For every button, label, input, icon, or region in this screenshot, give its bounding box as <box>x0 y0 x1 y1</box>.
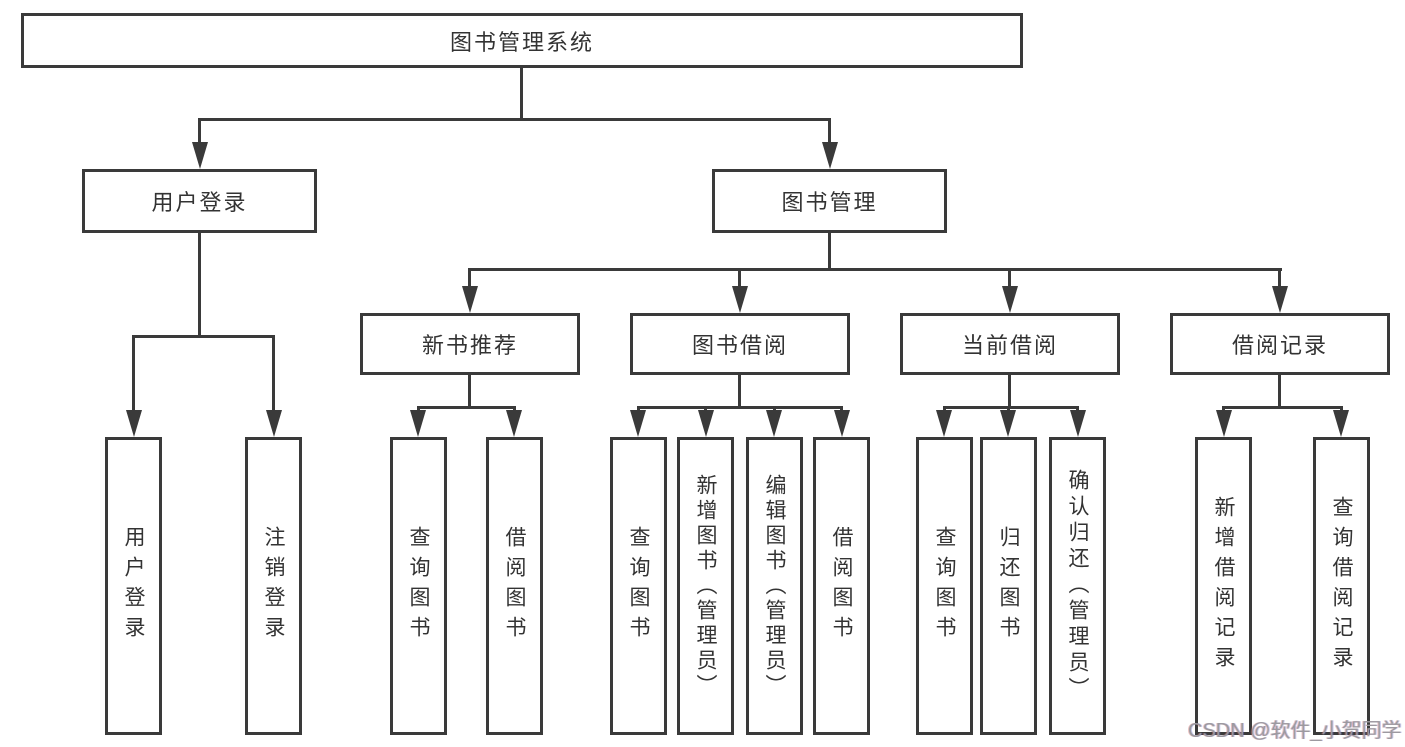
leaf-user-login: 用户登录 <box>105 437 162 735</box>
connector-stub-level3 <box>1278 268 1281 289</box>
arrowhead-icon <box>192 142 208 169</box>
leaf-query-borrow-record: 查询借阅记录 <box>1313 437 1370 735</box>
arrowhead-icon <box>834 410 850 437</box>
leaf-borrow-books-label: 借阅图书 <box>830 526 854 646</box>
connector-user-login-split <box>132 335 275 338</box>
connector-stub-leaf <box>272 335 275 414</box>
connector-root-split <box>198 118 831 121</box>
node-borrow-records-label: 借阅记录 <box>1231 333 1328 358</box>
csdn-watermark: CSDN @软件_小贺同学 <box>1188 720 1402 742</box>
node-book-management-label: 图书管理 <box>781 190 878 215</box>
node-user-login: 用户登录 <box>82 169 317 233</box>
leaf-add-borrow-record-label: 新增借阅记录 <box>1212 496 1236 676</box>
leaf-query-borrow-record-label: 查询借阅记录 <box>1330 496 1354 676</box>
arrowhead-icon <box>936 410 952 437</box>
leaf-borrow-books: 借阅图书 <box>813 437 870 735</box>
arrowhead-icon <box>266 410 282 437</box>
leaf-logout: 注销登录 <box>245 437 302 735</box>
connector-trunk-current <box>1008 375 1011 408</box>
connector-stub-level3 <box>1008 268 1011 289</box>
leaf-query-books-current-label: 查询图书 <box>933 526 957 646</box>
arrowhead-icon <box>410 410 426 437</box>
leaf-return-books: 归还图书 <box>980 437 1037 735</box>
arrowhead-icon <box>732 286 748 313</box>
node-book-borrow-label: 图书借阅 <box>691 333 788 358</box>
connector-trunk-records <box>1278 375 1281 408</box>
leaf-confirm-return-admin-label: 确认归还（管理员） <box>1066 469 1090 703</box>
arrowhead-icon <box>1333 410 1349 437</box>
connector-root-trunk <box>520 68 523 118</box>
arrowhead-icon <box>698 410 714 437</box>
node-book-management: 图书管理 <box>712 169 947 233</box>
node-root: 图书管理系统 <box>21 13 1023 68</box>
node-borrow-records: 借阅记录 <box>1170 313 1390 375</box>
leaf-query-books-recommend: 查询图书 <box>390 437 447 735</box>
node-root-label: 图书管理系统 <box>449 29 594 55</box>
node-new-book-recommend-label: 新书推荐 <box>421 333 518 358</box>
connector-split-records <box>1222 406 1343 409</box>
arrowhead-icon <box>1002 286 1018 313</box>
arrowhead-icon <box>462 286 478 313</box>
arrowhead-icon <box>630 410 646 437</box>
arrowhead-icon <box>506 410 522 437</box>
leaf-logout-label: 注销登录 <box>262 526 286 646</box>
leaf-query-books-borrow: 查询图书 <box>610 437 667 735</box>
leaf-add-borrow-record: 新增借阅记录 <box>1195 437 1252 735</box>
connector-stub-leaf <box>132 335 135 414</box>
connector-stub-user-login <box>198 118 201 145</box>
node-user-login-label: 用户登录 <box>151 190 248 215</box>
leaf-add-books-admin-label: 新增图书（管理员） <box>694 473 718 699</box>
node-current-borrow-label: 当前借阅 <box>961 333 1058 358</box>
node-book-borrow: 图书借阅 <box>630 313 850 375</box>
leaf-confirm-return-admin: 确认归还（管理员） <box>1049 437 1106 735</box>
connector-stub-level3 <box>738 268 741 289</box>
arrowhead-icon <box>126 410 142 437</box>
leaf-edit-books-admin: 编辑图书（管理员） <box>746 437 803 735</box>
leaf-user-login-label: 用户登录 <box>122 526 146 646</box>
connector-stub-level3 <box>468 268 471 289</box>
arrowhead-icon <box>766 410 782 437</box>
connector-book-management-split <box>468 268 1282 271</box>
node-new-book-recommend: 新书推荐 <box>360 313 580 375</box>
leaf-edit-books-admin-label: 编辑图书（管理员） <box>763 473 787 699</box>
arrowhead-icon <box>1216 410 1232 437</box>
connector-user-login-trunk <box>198 233 201 337</box>
node-current-borrow: 当前借阅 <box>900 313 1120 375</box>
connector-book-management-trunk <box>828 233 831 270</box>
connector-trunk-borrow <box>738 375 741 408</box>
leaf-borrow-books-recommend-label: 借阅图书 <box>503 526 527 646</box>
leaf-borrow-books-recommend: 借阅图书 <box>486 437 543 735</box>
connector-stub-book-management <box>828 118 831 145</box>
connector-split-borrow <box>637 406 843 409</box>
connector-split-current <box>943 406 1079 409</box>
arrowhead-icon <box>822 142 838 169</box>
leaf-query-books-recommend-label: 查询图书 <box>407 526 431 646</box>
arrowhead-icon <box>1272 286 1288 313</box>
leaf-add-books-admin: 新增图书（管理员） <box>677 437 734 735</box>
leaf-query-books-current: 查询图书 <box>916 437 973 735</box>
leaf-query-books-borrow-label: 查询图书 <box>627 526 651 646</box>
arrowhead-icon <box>1070 410 1086 437</box>
connector-split-recommend <box>417 406 516 409</box>
leaf-return-books-label: 归还图书 <box>997 526 1021 646</box>
connector-trunk-recommend <box>468 375 471 408</box>
arrowhead-icon <box>1000 410 1016 437</box>
